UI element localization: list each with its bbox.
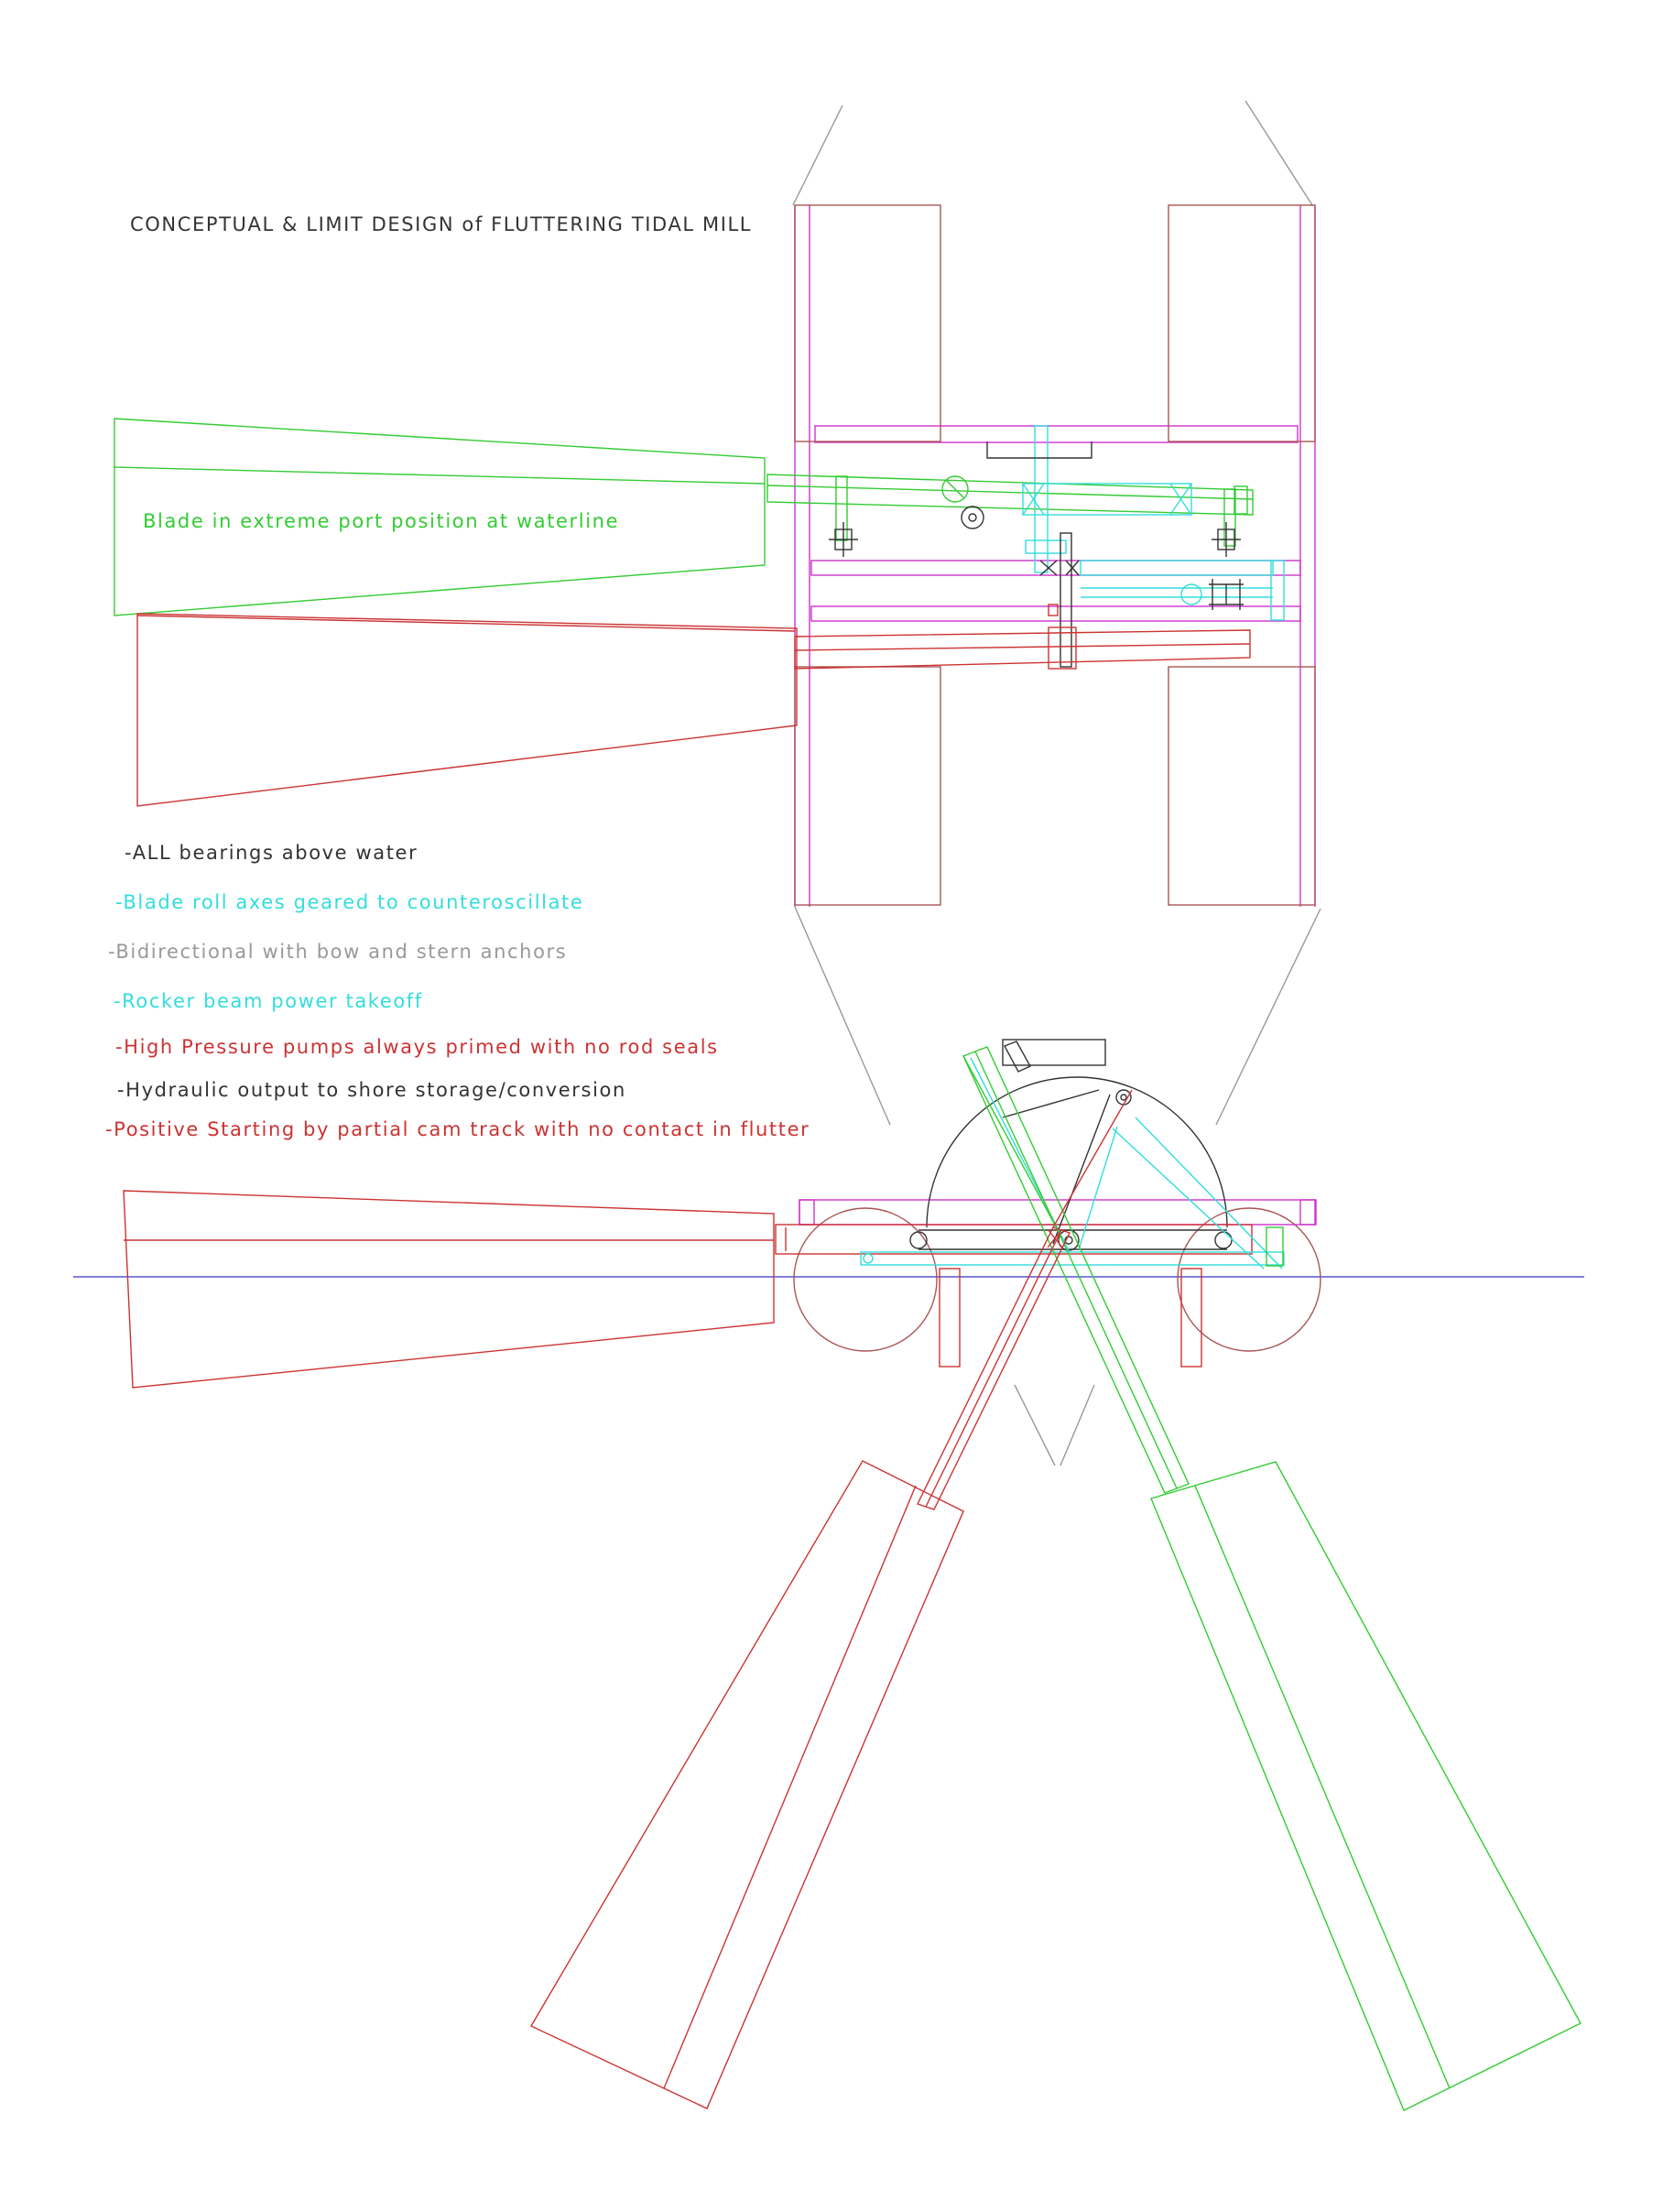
side-legs (939, 1268, 1202, 1368)
design-notes: -ALL bearings above water -Blade roll axe… (105, 842, 810, 1140)
design-note-2: -Blade roll axes geared to counteroscill… (115, 891, 583, 913)
design-note-3: -Bidirectional with bow and stern anchor… (108, 941, 567, 963)
blade-position-label: Blade in extreme port position at waterl… (143, 510, 619, 532)
side-top-bracket (1002, 1039, 1132, 1106)
design-note-1: -ALL bearings above water (125, 842, 418, 864)
side-red-blade (123, 1190, 1253, 1389)
design-note-4: -Rocker beam power takeoff (114, 990, 423, 1012)
side-guide-lines (1014, 1384, 1095, 1466)
plan-cyan-gears (1022, 425, 1285, 621)
design-note-6: -Hydraulic output to shore storage/conve… (117, 1079, 626, 1101)
plan-pontoons (794, 204, 1316, 906)
plan-hull (794, 205, 1316, 907)
design-note-7: -Positive Starting by partial cam track … (105, 1118, 810, 1140)
side-green-arm (962, 1046, 1581, 2111)
plan-view (114, 100, 1321, 1126)
side-red-arm (530, 1089, 1133, 2109)
side-view (73, 1039, 1584, 2111)
drawing-title: CONCEPTUAL & LIMIT DESIGN of FLUTTERING … (130, 213, 752, 235)
side-cyan-linkage (860, 1057, 1285, 1269)
plan-guide-lines (792, 100, 1321, 1126)
side-deck (799, 1199, 1317, 1226)
plan-red-blade (136, 604, 1251, 807)
plan-black-mechanism (829, 441, 1244, 668)
pivot-cross (1047, 1228, 1063, 1248)
plan-green-blade (114, 418, 1254, 616)
cam-track-arc (926, 1076, 1228, 1228)
side-rocker (909, 1089, 1233, 1251)
side-pontoons (793, 1207, 1321, 1352)
design-note-5: -High Pressure pumps always primed with … (115, 1036, 719, 1058)
